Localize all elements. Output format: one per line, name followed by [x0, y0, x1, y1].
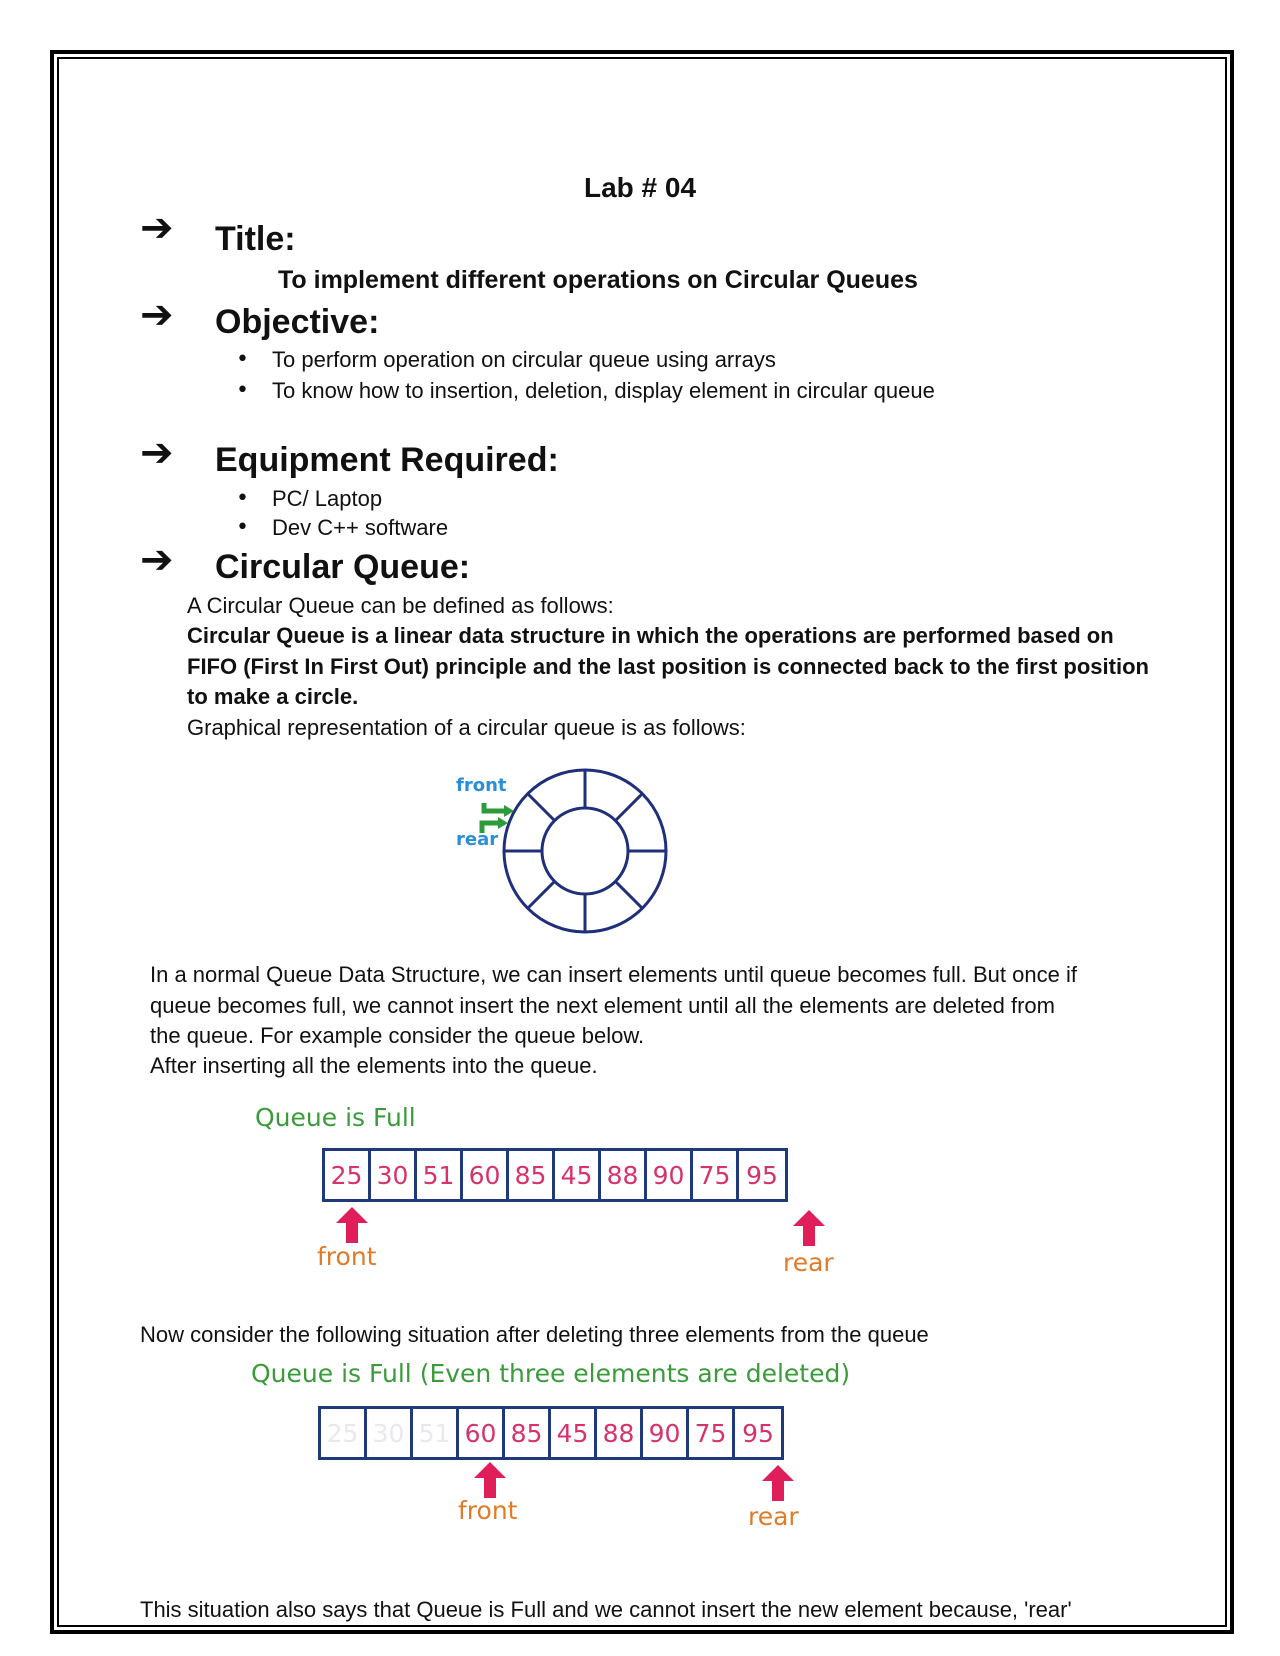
front-pointer-arrow-icon: [481, 803, 506, 814]
queue-cell: 88: [597, 1409, 643, 1457]
objective-bullet: • To perform operation on circular queue …: [236, 347, 776, 373]
queue-deleted-front-label: front: [458, 1496, 518, 1525]
queue-cell: 90: [643, 1409, 689, 1457]
front-up-arrow-icon: [336, 1207, 368, 1243]
ring-shape: [502, 768, 668, 934]
rear-up-arrow-icon: [762, 1465, 794, 1501]
bullet-icon: •: [236, 347, 249, 372]
queue-cell: 45: [551, 1409, 597, 1457]
section-arrow-icon: ➔: [140, 430, 174, 476]
title-text: To implement different operations on Cir…: [278, 266, 918, 294]
rear-arrowhead-icon: [498, 817, 508, 829]
queue-cell: 95: [746, 1160, 778, 1190]
queue-cell: 51: [413, 1409, 459, 1457]
deleted-situation-text: Now consider the following situation aft…: [140, 1322, 929, 1347]
definition-line: FIFO (First In First Out) principle and …: [187, 654, 1149, 679]
queue-full-title: Queue is Full: [255, 1103, 416, 1132]
objective-bullet-text: To perform operation on circular queue u…: [272, 347, 776, 372]
graphical-representation-text: Graphical representation of a circular q…: [187, 715, 746, 740]
queue-cell: 88: [601, 1151, 647, 1199]
page-border-outer: [50, 50, 1234, 1634]
bullet-icon: •: [236, 378, 249, 403]
queue-cell: 30: [371, 1151, 417, 1199]
queue-cell: 85: [509, 1151, 555, 1199]
queue-cell: 45: [555, 1151, 601, 1199]
queue-cell: 30: [367, 1409, 413, 1457]
definition-line: Circular Queue is a linear data structur…: [187, 623, 1114, 648]
queue-full-front-label: front: [317, 1242, 377, 1271]
rear-up-arrow-icon: [793, 1210, 825, 1246]
lab-number-heading: Lab # 04: [583, 172, 697, 203]
bullet-icon: •: [236, 515, 249, 540]
section-arrow-icon: ➔: [140, 537, 174, 583]
queue-cell: 75: [693, 1151, 739, 1199]
queue-full-rear-label: rear: [783, 1248, 834, 1277]
queue-cell: 95: [742, 1418, 774, 1448]
queue-cell: 25: [325, 1151, 371, 1199]
front-up-arrow-icon: [474, 1462, 506, 1498]
queue-cell: 75: [689, 1409, 735, 1457]
paragraph-line: queue becomes full, we cannot insert the…: [150, 993, 1055, 1018]
ring-rear-label: rear: [456, 829, 498, 850]
equipment-bullet-text: PC/ Laptop: [272, 486, 383, 511]
front-arrowhead-icon: [504, 805, 514, 817]
definition-line: to make a circle.: [187, 684, 359, 709]
paragraph-line: After inserting all the elements into th…: [150, 1053, 598, 1078]
bullet-icon: •: [236, 486, 249, 511]
bottom-text: This situation also says that Queue is F…: [140, 1597, 1072, 1622]
objective-bullet: • To know how to insertion, deletion, dis…: [236, 378, 935, 404]
equipment-bullet: • PC/ Laptop: [236, 486, 383, 512]
queue-cell: 60: [463, 1151, 509, 1199]
rear-pointer-arrow-icon: [479, 820, 500, 833]
section-arrow-icon: ➔: [140, 205, 174, 251]
queue-cell: 60: [459, 1409, 505, 1457]
objective-bullet-text: To know how to insertion, deletion, disp…: [272, 378, 935, 403]
circular-queue-heading: Circular Queue:: [215, 548, 471, 586]
objective-heading: Objective:: [215, 303, 380, 341]
circular-queue-ring-diagram: front rear: [456, 768, 668, 934]
ring-front-label: front: [456, 775, 507, 796]
section-arrow-icon: ➔: [140, 292, 174, 338]
circular-queue-intro: A Circular Queue can be defined as follo…: [187, 593, 614, 618]
page-border-inner: [57, 57, 1227, 1627]
queue-cell: 90: [647, 1151, 693, 1199]
queue-deleted-title: Queue is Full (Even three elements are d…: [251, 1359, 851, 1388]
title-heading: Title:: [215, 220, 296, 258]
queue-cell: 25: [321, 1409, 367, 1457]
queue-cell: 85: [505, 1409, 551, 1457]
paragraph-line: In a normal Queue Data Structure, we can…: [150, 962, 1077, 987]
equipment-bullet: • Dev C++ software: [236, 515, 449, 541]
equipment-heading: Equipment Required:: [215, 441, 559, 479]
equipment-bullet-text: Dev C++ software: [272, 515, 449, 540]
queue-deleted-rear-label: rear: [748, 1502, 799, 1531]
queue-cell: 51: [417, 1151, 463, 1199]
paragraph-line: the queue. For example consider the queu…: [150, 1023, 645, 1048]
